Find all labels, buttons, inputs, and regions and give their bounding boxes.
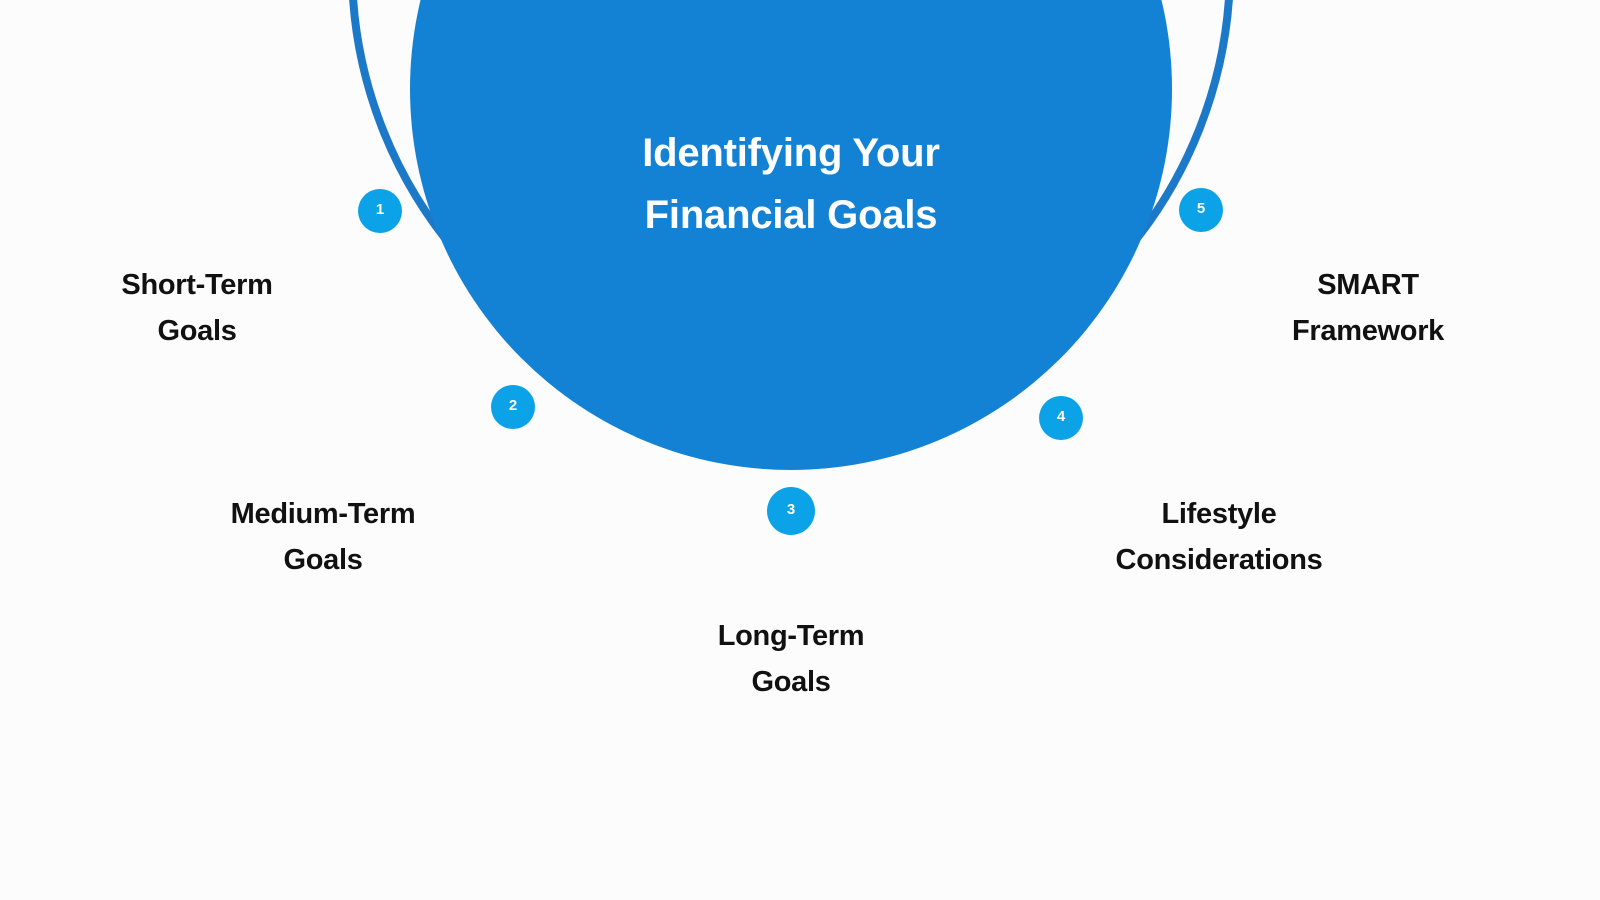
step-marker-1[interactable]	[358, 189, 402, 233]
step-label-2-line-2: Goals	[283, 544, 363, 577]
step-label-3-line-1: Long-Term	[717, 620, 865, 652]
step-label-3-line-2: Goals	[751, 666, 831, 699]
step-label-short-term-goals: Short-Term Goals	[42, 262, 352, 355]
step-label-5-line-1: SMART	[1317, 269, 1419, 301]
step-marker-3[interactable]	[767, 487, 815, 535]
step-label-5-line-2: Framework	[1291, 315, 1445, 348]
step-marker-2[interactable]	[491, 385, 535, 429]
hub-circle	[410, 0, 1172, 470]
step-label-smart-framework: SMART Framework	[1213, 262, 1523, 355]
step-label-4-line-1: Lifestyle	[1161, 498, 1277, 530]
step-marker-4[interactable]	[1039, 396, 1083, 440]
step-marker-5[interactable]	[1179, 188, 1223, 232]
step-label-4-line-2: Considerations	[1115, 544, 1323, 577]
step-label-lifestyle-considerations: Lifestyle Considerations	[1064, 491, 1374, 584]
step-label-1-line-1: Short-Term	[121, 269, 273, 301]
step-label-medium-term-goals: Medium-Term Goals	[168, 491, 478, 584]
step-label-2-line-1: Medium-Term	[230, 498, 416, 530]
step-label-1-line-2: Goals	[157, 315, 237, 348]
step-label-long-term-goals: Long-Term Goals	[636, 613, 946, 706]
